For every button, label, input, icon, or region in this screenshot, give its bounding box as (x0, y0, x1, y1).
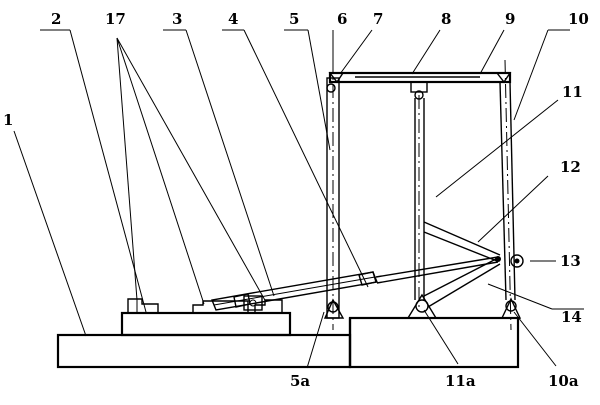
label-4: 4 (228, 10, 238, 28)
joint-13 (495, 254, 524, 268)
label-11: 11 (562, 83, 583, 101)
top-beam (328, 71, 512, 100)
label-7: 7 (373, 10, 383, 28)
rear-upright (499, 59, 522, 331)
bed-plate (120, 311, 292, 337)
label-6: 6 (337, 10, 347, 28)
label-9: 9 (505, 10, 515, 28)
upper-arm (423, 221, 501, 262)
label-14: 14 (561, 308, 582, 326)
label-10a: 10a (548, 372, 579, 390)
label-5: 5 (289, 10, 299, 28)
hydraulic-cylinder (211, 256, 499, 311)
clamp-blocks (127, 298, 283, 313)
label-1: 1 (3, 111, 13, 129)
label-13: 13 (560, 252, 581, 270)
label-11a: 11a (445, 372, 476, 390)
leader-lines (13, 29, 584, 369)
label-5a: 5a (290, 372, 310, 390)
part-labels: 1 2 17 3 4 5 6 7 8 9 10 11 12 13 14 5a 1… (3, 10, 589, 390)
label-12: 12 (560, 158, 581, 176)
label-2: 2 (51, 10, 61, 28)
label-17: 17 (105, 10, 126, 28)
base-platform (56, 316, 520, 369)
label-10: 10 (568, 10, 589, 28)
label-3: 3 (172, 10, 182, 28)
label-8: 8 (441, 10, 451, 28)
middle-link (406, 95, 438, 319)
lower-arm (423, 257, 501, 308)
front-upright (323, 60, 345, 330)
